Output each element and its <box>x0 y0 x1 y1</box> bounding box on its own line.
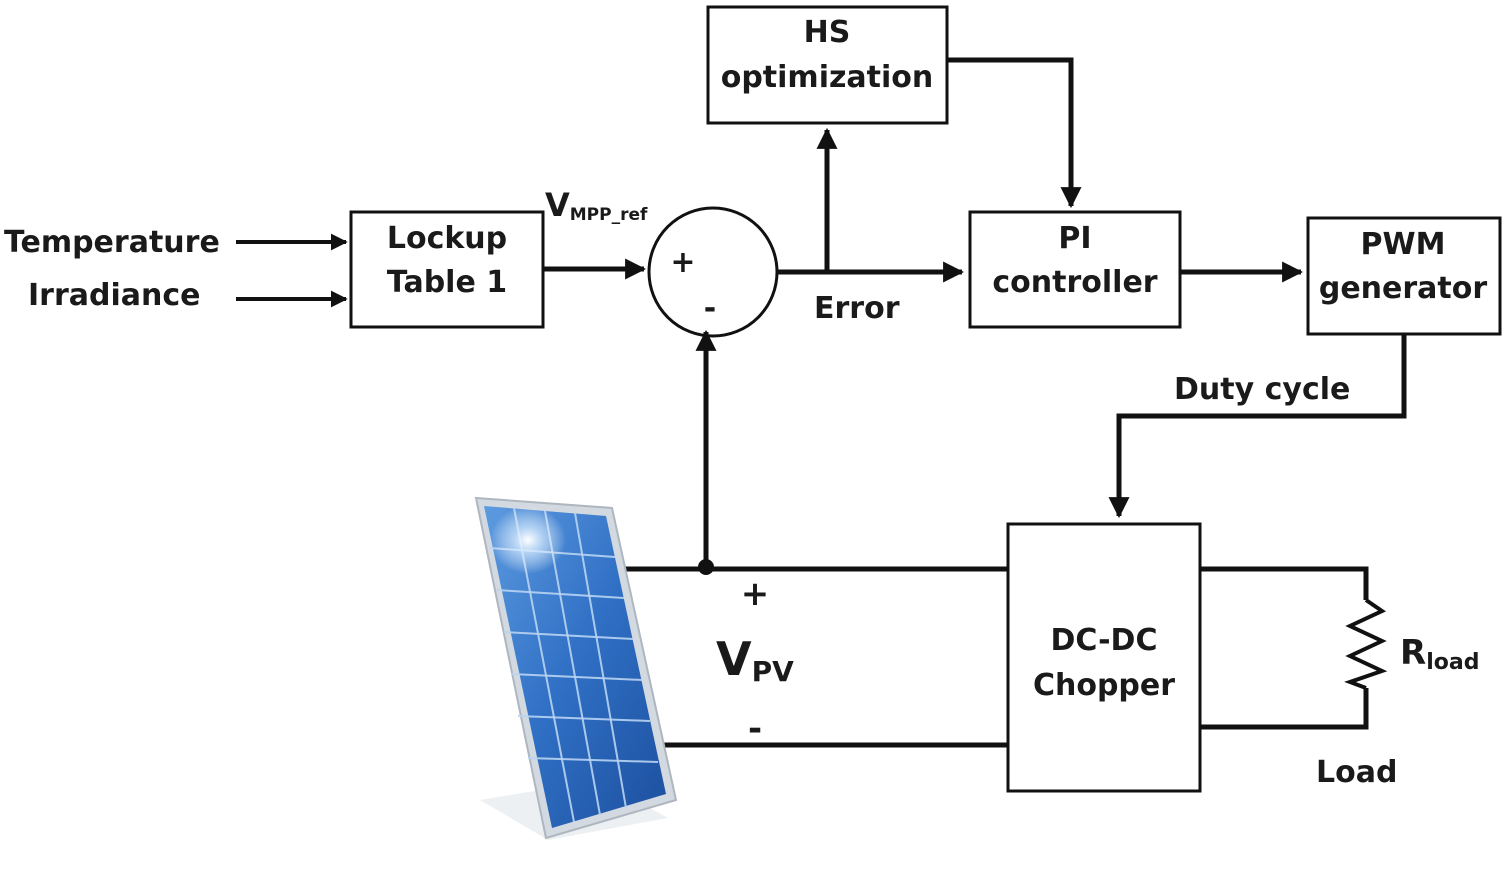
load-label: Load <box>1316 755 1397 790</box>
lookup-table-line1: Lockup <box>387 221 507 256</box>
vmpp-ref-label: VMPP_ref <box>545 186 648 225</box>
pwm-generator-line1: PWM <box>1361 227 1446 262</box>
pi-controller-block: PI controller <box>968 210 1182 329</box>
summing-minus: - <box>704 291 716 326</box>
load-top-wire <box>1200 566 1369 600</box>
vpv-plus: + <box>741 574 770 614</box>
hs-optimization-block: HS optimization <box>706 5 949 125</box>
chopper-line1: DC-DC <box>1051 623 1158 658</box>
summing-junction: + - <box>647 206 779 338</box>
pi-controller-line1: PI <box>1058 221 1091 256</box>
lookup-table-line2: Table 1 <box>387 265 507 300</box>
chopper-line2: Chopper <box>1033 668 1175 703</box>
solar-panel-icon <box>474 496 678 840</box>
error-label: Error <box>814 291 900 326</box>
pi-controller-line2: controller <box>992 265 1157 300</box>
pwm-generator-line2: generator <box>1319 271 1488 306</box>
summing-plus: + <box>670 245 695 280</box>
rload-label: Rload <box>1400 633 1479 675</box>
lookup-table-block: Lockup Table 1 <box>349 210 545 329</box>
hs-to-pi-arrow <box>947 57 1082 209</box>
dc-dc-chopper-block: DC-DC Chopper <box>1006 522 1202 793</box>
duty-cycle-arrow <box>1108 334 1407 519</box>
resistor-icon <box>1344 598 1388 690</box>
load-bottom-wire <box>1200 688 1369 730</box>
irradiance-label: Irradiance <box>28 278 201 313</box>
temperature-label: Temperature <box>4 225 220 260</box>
pwm-generator-block: PWM generator <box>1306 216 1502 336</box>
duty-cycle-label: Duty cycle <box>1174 372 1350 407</box>
hs-optimization-line2: optimization <box>721 60 934 95</box>
vpv-minus: - <box>748 709 762 749</box>
vpv-label: VPV <box>716 632 794 688</box>
hs-optimization-line1: HS <box>804 15 851 50</box>
